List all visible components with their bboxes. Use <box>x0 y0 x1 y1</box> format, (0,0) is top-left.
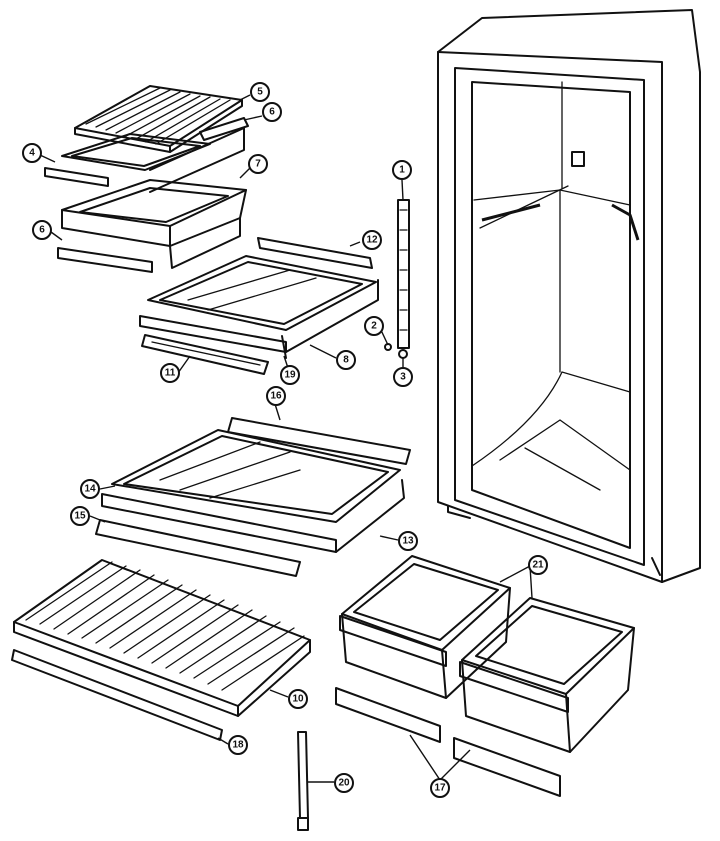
callout-5: 5 <box>250 82 270 102</box>
drawer-slides <box>335 687 561 797</box>
svg-text:17: 17 <box>434 783 446 794</box>
glass-shelf-lower <box>95 417 411 577</box>
meat-keeper-drawer <box>57 179 247 273</box>
svg-text:3: 3 <box>400 372 406 383</box>
callout-21: 21 <box>528 555 548 575</box>
callout-4: 4 <box>22 143 42 163</box>
svg-text:15: 15 <box>74 511 86 522</box>
callout-2: 2 <box>364 316 384 336</box>
svg-text:6: 6 <box>269 107 275 118</box>
callout-20: 20 <box>334 773 354 793</box>
svg-text:12: 12 <box>366 235 378 246</box>
callout-3: 3 <box>393 367 413 387</box>
callout-18: 18 <box>228 735 248 755</box>
refrigerator-cabinet <box>437 9 701 583</box>
svg-text:1: 1 <box>399 165 405 176</box>
callout-17: 17 <box>430 778 450 798</box>
top-wire-shelf <box>74 85 243 153</box>
crisper-drawer-right <box>459 597 635 753</box>
svg-text:4: 4 <box>29 148 35 159</box>
svg-text:13: 13 <box>402 536 414 547</box>
crisper-drawer-left <box>339 555 511 699</box>
svg-text:16: 16 <box>270 391 282 402</box>
callout-14: 14 <box>80 479 100 499</box>
callout-7: 7 <box>248 154 268 174</box>
callout-19-mid: 19 <box>280 365 300 385</box>
callout-6-top: 6 <box>262 102 282 122</box>
callout-15: 15 <box>70 506 90 526</box>
callout-16: 16 <box>266 386 286 406</box>
svg-text:21: 21 <box>532 560 544 571</box>
svg-text:8: 8 <box>343 355 349 366</box>
shelf-support-bar <box>297 731 309 831</box>
callout-12: 12 <box>362 230 382 250</box>
callout-8: 8 <box>336 350 356 370</box>
shelf-support-rail <box>384 199 410 359</box>
svg-text:5: 5 <box>257 87 263 98</box>
svg-text:2: 2 <box>371 321 377 332</box>
svg-text:20: 20 <box>338 778 350 789</box>
svg-text:18: 18 <box>232 740 244 751</box>
callout-11: 11 <box>160 363 180 383</box>
glass-shelf-middle <box>139 237 379 375</box>
callout-13: 13 <box>398 531 418 551</box>
svg-text:7: 7 <box>255 159 261 170</box>
svg-text:10: 10 <box>292 694 304 705</box>
bottom-wire-shelf <box>11 559 311 741</box>
callout-6-left: 6 <box>32 220 52 240</box>
svg-text:19: 19 <box>284 370 296 381</box>
svg-text:11: 11 <box>165 368 176 379</box>
svg-text:14: 14 <box>84 484 96 495</box>
callout-1: 1 <box>392 160 412 180</box>
svg-text:6: 6 <box>39 225 45 236</box>
leader-lines <box>39 94 533 783</box>
shelf-frame <box>44 117 249 193</box>
callout-10: 10 <box>288 689 308 709</box>
